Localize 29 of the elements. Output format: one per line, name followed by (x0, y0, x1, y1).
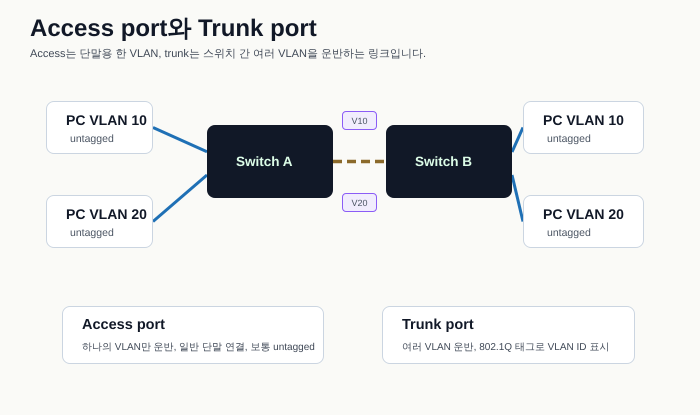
status-text: untagged (70, 227, 114, 240)
vlan-tag: V20 (342, 193, 377, 212)
status-text: untagged (547, 227, 591, 240)
computer-box (523, 195, 644, 248)
status-text: untagged (547, 133, 591, 146)
link-line (510, 126, 524, 153)
link-line (152, 126, 208, 154)
title: Access port와 Trunk port (30, 15, 317, 43)
subtitle: Access는 단말용 한 VLAN, trunk는 스위치 간 여러 VLAN을 운반하는 링크입니다. (30, 47, 426, 62)
computer-box (46, 101, 153, 154)
device-label: PC VLAN 20 (543, 206, 624, 222)
card-text: 여러 VLAN 운반, 802.1Q 태그로 VLAN ID 표시 (402, 341, 610, 355)
switch-box: Switch B (386, 125, 512, 198)
device-label: PC VLAN 20 (66, 206, 147, 222)
vlan-tag: V10 (342, 111, 377, 130)
dashed-link-line (333, 160, 386, 164)
card-heading: Access port (82, 317, 166, 334)
device-label: PC VLAN 10 (66, 112, 147, 128)
info-card (382, 306, 635, 364)
card-text: 하나의 VLAN만 운반, 일반 단말 연결, 보통 untagged (82, 341, 315, 355)
info-card (62, 306, 324, 364)
status-text: untagged (70, 133, 114, 146)
switch-box: Switch A (207, 125, 333, 198)
link-line (510, 174, 524, 222)
computer-box (46, 195, 153, 248)
computer-box (523, 101, 644, 154)
link-line (152, 174, 208, 223)
card-heading: Trunk port (402, 317, 474, 334)
device-label: PC VLAN 10 (543, 112, 624, 128)
